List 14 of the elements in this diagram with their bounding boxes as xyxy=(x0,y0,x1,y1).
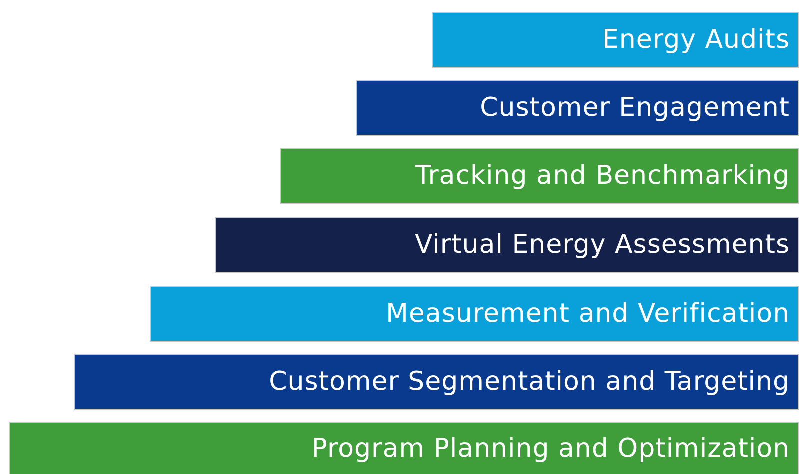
step-label: Customer Engagement xyxy=(480,93,790,123)
step-label: Program Planning and Optimization xyxy=(312,434,790,464)
step-label: Virtual Energy Assessments xyxy=(414,230,790,260)
step-label: Customer Segmentation and Targeting xyxy=(269,367,790,397)
step-label: Measurement and Verification xyxy=(386,299,790,329)
step-bar xyxy=(280,148,799,204)
step-label: Energy Audits xyxy=(602,25,790,55)
step-bar xyxy=(356,80,799,136)
step-label: Tracking and Benchmarking xyxy=(416,161,790,191)
step-bar xyxy=(432,12,799,68)
step-bar xyxy=(150,286,799,342)
step-bar xyxy=(9,422,799,474)
step-bar xyxy=(215,217,799,273)
step-bar xyxy=(74,354,799,410)
